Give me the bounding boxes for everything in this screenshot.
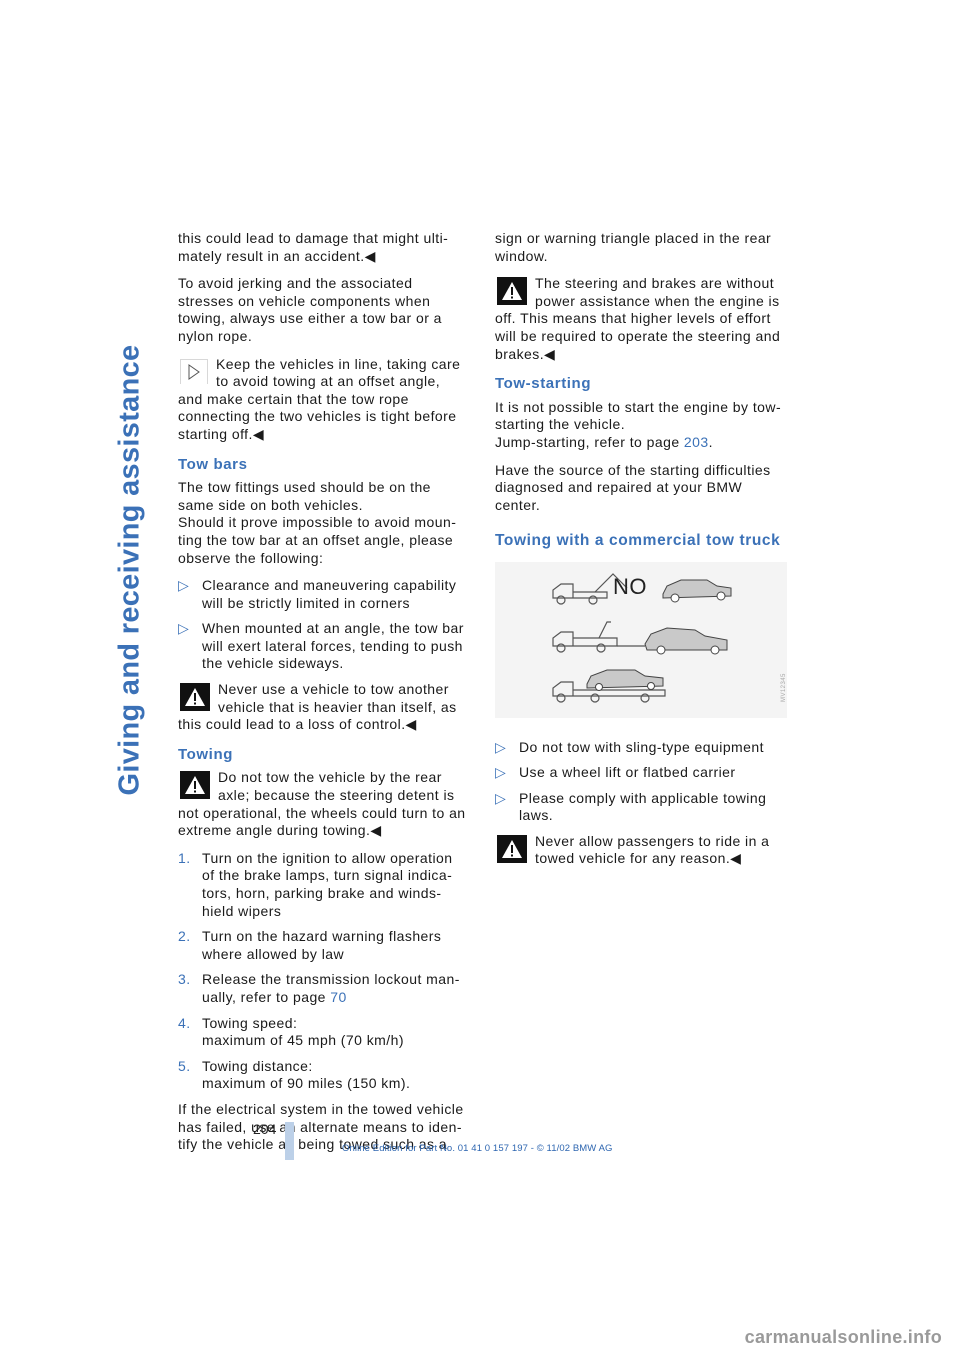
warning-icon — [497, 834, 527, 863]
figure-code: MV12345 — [781, 673, 787, 702]
paragraph-text: . — [708, 433, 713, 450]
heading-tow-starting: Tow-starting — [495, 375, 592, 393]
list-item-text: When mounted at an angle, the tow bar wi… — [202, 620, 464, 672]
bullet-marker: ▷ — [495, 789, 507, 806]
list-item: ▷ Please comply with applicable towing l… — [495, 790, 785, 825]
list-item: ▷ Use a wheel lift or flatbed carrier — [495, 764, 785, 782]
note-icon — [180, 358, 208, 384]
bullet-marker: ▷ — [178, 577, 190, 594]
paragraph: It is not possible to start the engine b… — [495, 398, 782, 433]
list-item: 1. Turn on the ignition to allow operati… — [178, 850, 468, 920]
list-item-text: Please comply with applicable towing law… — [519, 789, 767, 824]
footer-bar — [285, 1122, 294, 1160]
heading-towing: Towing — [178, 745, 233, 763]
bullet-marker: ▷ — [178, 620, 190, 637]
note-block: Keep the vehicles in line, taking care t… — [178, 356, 468, 444]
page-link[interactable]: 70 — [330, 988, 347, 1005]
page-number: 204 — [253, 1121, 277, 1137]
sling-tow-truck — [552, 573, 628, 605]
wheel-lift-truck — [552, 621, 645, 653]
step-text-detail: maximum of 45 mph (70 km/h) — [202, 1032, 404, 1049]
bullet-marker: ▷ — [495, 764, 507, 781]
heading-commercial-tow: Towing with a commercial tow truck — [495, 532, 781, 550]
towed-car-1 — [662, 579, 732, 603]
column-right: sign or warning triangle placed in the r… — [495, 230, 787, 878]
tow-truck-illustration: NO MV12345 — [495, 561, 787, 718]
list-item-text: Use a wheel lift or flatbed carrier — [519, 764, 736, 781]
step-text: Turn on the ignition to allow operation … — [202, 849, 453, 919]
note-text: Keep the vehicles in line, taking care t… — [178, 355, 461, 442]
step-text: Turn on the hazard warning flashers wher… — [202, 928, 442, 962]
step-number: 1. — [178, 849, 191, 866]
list-item: 4. Towing speed: maximum of 45 mph (70 k… — [178, 1015, 468, 1050]
warning-block: The steering and brakes are without powe… — [495, 275, 785, 363]
paragraph: To avoid jerking and the associated stre… — [178, 275, 442, 344]
warning-block: Do not tow the vehicle by the rear axle;… — [178, 769, 468, 839]
flatbed-truck — [552, 681, 666, 703]
bullet-marker: ▷ — [495, 738, 507, 755]
list-item-text: Do not tow with sling-type equipment — [519, 738, 764, 755]
list-item-text: Clearance and maneuvering capability wil… — [202, 577, 457, 611]
step-number: 3. — [178, 971, 191, 988]
heading-tow-bars: Tow bars — [178, 455, 248, 473]
warning-text: The steering and brakes are without powe… — [495, 275, 781, 362]
column-left: this could lead to damage that might ult… — [178, 230, 468, 1164]
step-number: 5. — [178, 1057, 191, 1074]
page-link[interactable]: 203 — [683, 433, 709, 450]
list-item: ▷ Do not tow with sling-type equipment — [495, 739, 785, 757]
warning-icon — [497, 277, 527, 306]
list-item: ▷ Clearance and maneuvering capability w… — [178, 577, 468, 612]
paragraph-jump-start: Jump-starting, refer to page 203. — [495, 434, 785, 452]
paragraph: Should it prove impossible to avoid moun… — [178, 514, 457, 566]
watermark: carmanualsonline.info — [744, 1327, 942, 1347]
warning-text: Do not tow the vehicle by the rear axle;… — [178, 769, 466, 839]
step-number: 4. — [178, 1014, 191, 1031]
step-text: Towing distance: — [202, 1057, 313, 1074]
warning-icon — [180, 683, 210, 712]
paragraph: Have the source of the starting difficul… — [495, 461, 771, 513]
list-item: 2. Turn on the hazard warning flashers w… — [178, 928, 468, 963]
paragraph: The tow fittings used should be on the s… — [178, 479, 431, 513]
step-text: Towing speed: — [202, 1014, 298, 1031]
paragraph: this could lead to damage that might ult… — [178, 230, 449, 264]
figure-label-no: NO — [613, 574, 647, 599]
warning-block: Never use a vehicle to tow another vehic… — [178, 681, 468, 734]
list-item: 5. Towing distance: maximum of 90 miles … — [178, 1058, 468, 1093]
paragraph-text: Jump-starting, refer to page — [495, 433, 684, 450]
list-item: ▷ When mounted at an angle, the tow bar … — [178, 620, 468, 673]
towed-car-2 — [644, 627, 728, 655]
section-title-vertical: Giving and receiving assistance — [100, 30, 160, 1110]
section-title: Giving and receiving assistance — [113, 344, 146, 796]
warning-text: Never use a vehicle to tow another vehic… — [178, 681, 457, 733]
warning-block: Never allow passengers to ride in a towe… — [495, 833, 785, 868]
warning-icon — [180, 771, 210, 800]
warning-text: Never allow passengers to ride in a towe… — [535, 832, 770, 867]
step-text-detail: maximum of 90 miles (150 km). — [202, 1075, 411, 1092]
paragraph: If the electrical system in the towed ve… — [178, 1100, 464, 1153]
step-number: 2. — [178, 928, 191, 945]
list-item: 3. Release the transmission lockout man-… — [178, 971, 468, 1006]
footer-text: Online Edition for Part No. 01 41 0 157 … — [342, 1143, 613, 1154]
step-text: Release the transmission lockout man-ual… — [202, 971, 460, 1005]
paragraph: sign or warning triangle placed in the r… — [495, 230, 772, 264]
carried-car — [586, 669, 664, 691]
